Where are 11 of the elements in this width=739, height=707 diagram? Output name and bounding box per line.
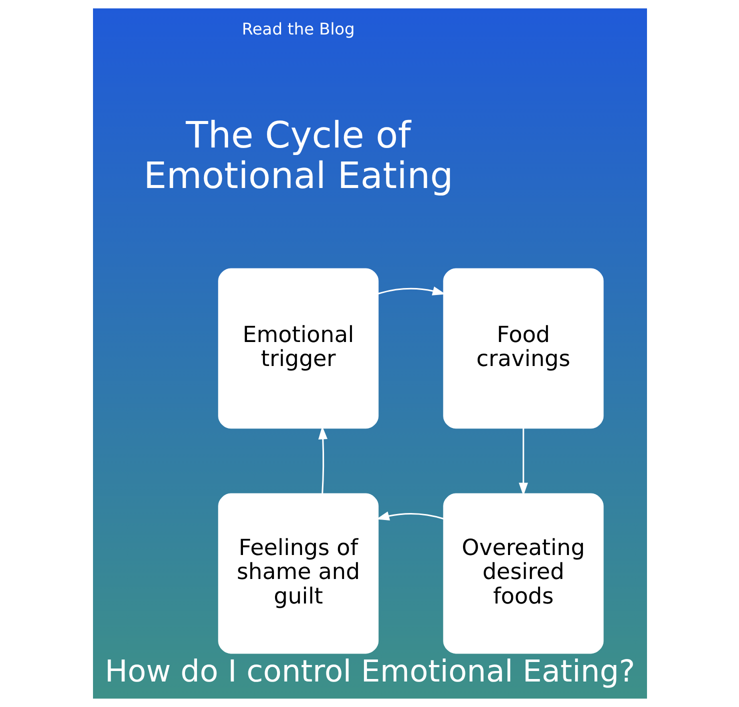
node-box: Feelings of shame and guilt	[218, 493, 378, 654]
diagram-title: The Cycle of Emotional Eating	[143, 113, 453, 197]
caption: How do I control Emotional Eating?	[104, 654, 635, 690]
arrow	[518, 428, 528, 496]
arrow	[318, 426, 327, 494]
node-box: Emotional trigger	[218, 268, 378, 429]
arrow	[376, 512, 444, 520]
node-box: Overeating desired foods	[442, 493, 604, 654]
label: Read the Blog	[241, 19, 354, 38]
arrow	[378, 286, 446, 296]
node-box: Food cravings	[442, 268, 604, 429]
